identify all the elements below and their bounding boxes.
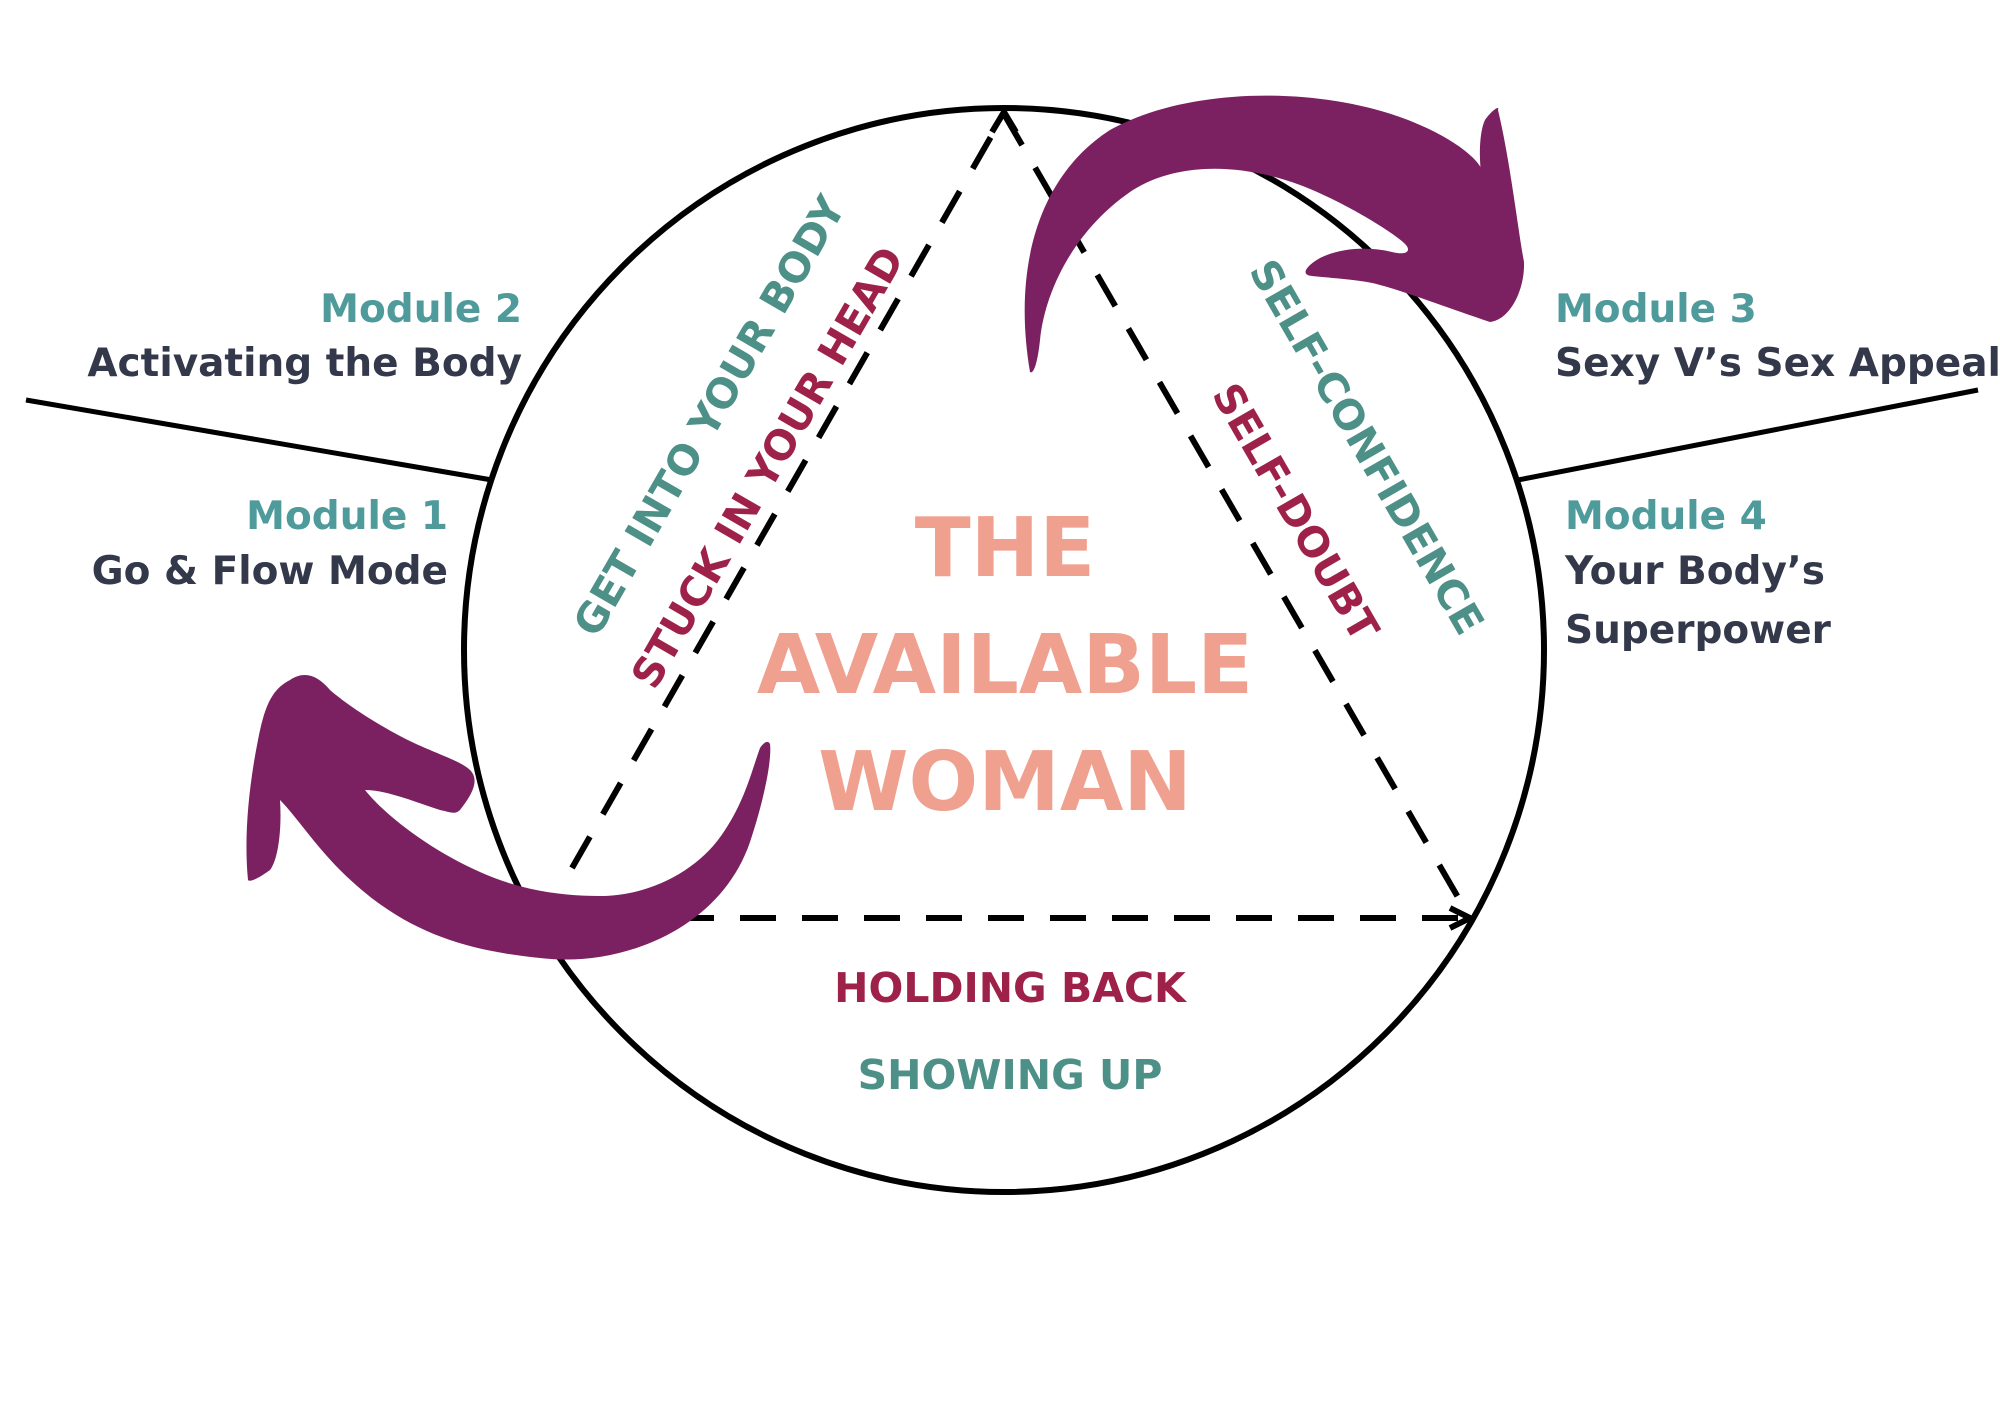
center-title-line-2: AVAILABLE xyxy=(756,618,1254,713)
module-1-description: Go & Flow Mode xyxy=(91,549,448,594)
label-showing-up: SHOWING UP xyxy=(857,1051,1163,1099)
triangle-right-side xyxy=(1001,112,1473,920)
module-4-title: Module 4 xyxy=(1565,494,1767,539)
module-4-description-line-1: Your Body’s xyxy=(1565,549,1825,594)
curved-arrow-bottom-left-icon xyxy=(246,675,771,960)
right-horizon-line xyxy=(1517,387,1979,483)
module-2-description: Activating the Body xyxy=(87,341,522,386)
module-1-title: Module 1 xyxy=(246,494,448,539)
triangle-top-arrowhead-icon xyxy=(989,106,1019,134)
triangle-right-arrowhead-icon xyxy=(1448,905,1477,931)
module-4-description-line-2: Superpower xyxy=(1565,608,1831,653)
module-3-description: Sexy V’s Sex Appeal xyxy=(1555,341,2000,386)
curved-arrow-top-right-icon xyxy=(1024,95,1525,373)
triangle-left-side xyxy=(569,112,1007,870)
center-title-line-3: WOMAN xyxy=(818,735,1192,830)
label-holding-back: HOLDING BACK xyxy=(834,964,1186,1012)
module-2-title: Module 2 xyxy=(320,287,522,332)
module-3-title: Module 3 xyxy=(1555,287,1757,332)
center-title-line-1: THE xyxy=(914,501,1096,596)
left-horizon-line xyxy=(25,397,493,483)
